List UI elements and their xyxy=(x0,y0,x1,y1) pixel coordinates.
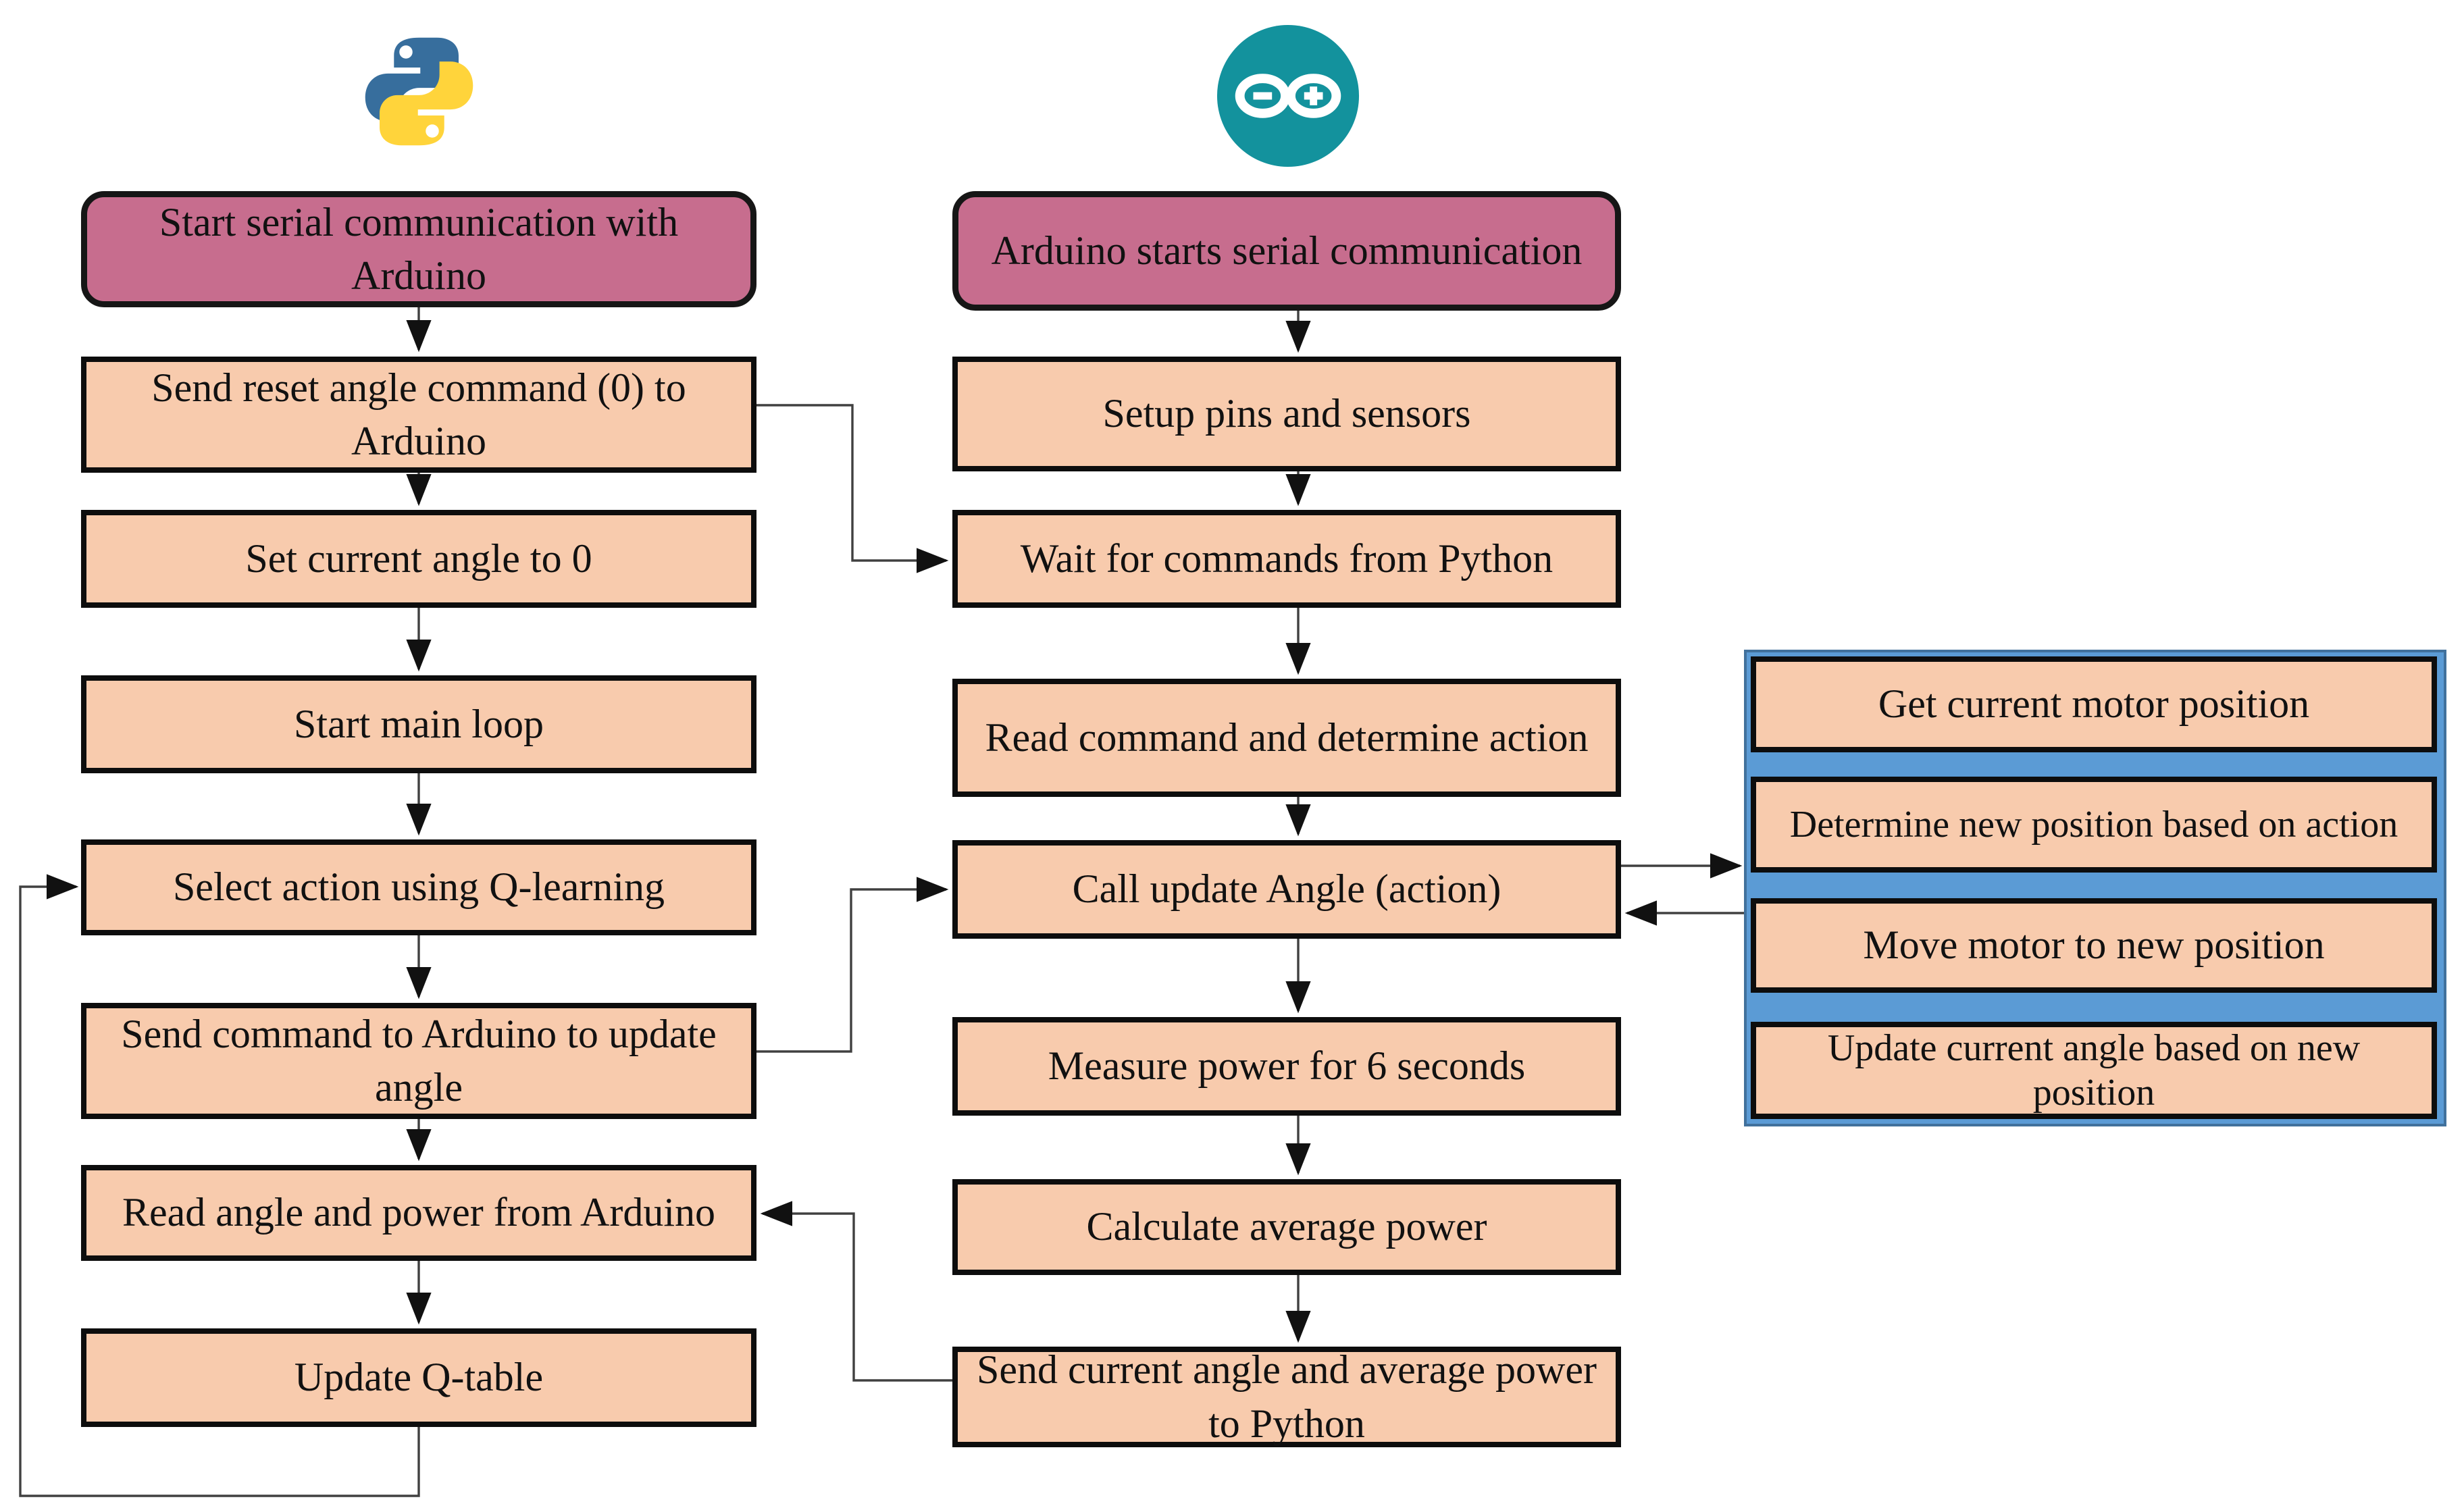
flow-node-ar-call-update: Call update Angle (action) xyxy=(952,840,1621,939)
flow-node-label: Arduino starts serial communication xyxy=(991,228,1583,273)
flow-node-py-update-qtable: Update Q-table xyxy=(81,1328,756,1427)
flow-node-ar-setup: Setup pins and sensors xyxy=(952,357,1621,471)
flow-node-ar-calc-avg: Calculate average power xyxy=(952,1179,1621,1275)
flow-node-label: Measure power for 6 seconds xyxy=(1048,1043,1526,1089)
flow-node-label: Start serial communication with Arduino xyxy=(159,199,679,298)
flow-node-py-send-command: Send command to Arduino to update angle xyxy=(81,1003,756,1119)
flow-node-ua-get-pos: Get current motor position xyxy=(1751,656,2437,752)
flow-node-label: Move motor to new position xyxy=(1863,923,2325,968)
flow-node-ua-move: Move motor to new position xyxy=(1751,898,2437,993)
flow-node-label: Read command and determine action xyxy=(985,715,1589,760)
flow-node-label: Send command to Arduino to update angle xyxy=(121,1011,717,1110)
flow-node-label: Set current angle to 0 xyxy=(245,536,592,581)
flow-node-label: Calculate average power xyxy=(1086,1204,1487,1249)
flow-node-label: Update current angle based on new positi… xyxy=(1827,1027,2361,1114)
flow-node-label: Update Q-table xyxy=(294,1355,544,1400)
flow-node-label: Setup pins and sensors xyxy=(1102,391,1471,436)
flow-node-ar-send-angle: Send current angle and average power to … xyxy=(952,1347,1621,1447)
flow-node-py-select-action: Select action using Q-learning xyxy=(81,839,756,935)
flow-node-label: Send current angle and average power to … xyxy=(977,1347,1597,1446)
flow-node-ua-update-angle: Update current angle based on new positi… xyxy=(1751,1022,2437,1119)
flow-node-ar-measure: Measure power for 6 seconds xyxy=(952,1017,1621,1116)
flow-node-py-start: Start serial communication with Arduino xyxy=(81,191,756,307)
arduino-logo-icon xyxy=(1216,24,1360,167)
flow-node-ua-new-pos: Determine new position based on action xyxy=(1751,777,2437,873)
flow-node-ar-start: Arduino starts serial communication xyxy=(952,191,1621,311)
flow-node-py-send-reset: Send reset angle command (0) to Arduino xyxy=(81,357,756,473)
connector-send-reset-to-wait xyxy=(756,404,949,573)
flow-node-py-read-angle: Read angle and power from Arduino xyxy=(81,1165,756,1261)
flow-node-label: Send reset angle command (0) to Arduino xyxy=(151,365,686,463)
connector-send-angle-to-read-angle xyxy=(760,1201,952,1382)
flow-node-label: Read angle and power from Arduino xyxy=(122,1190,716,1235)
connector-send-command-to-call-update xyxy=(756,877,949,1053)
flow-node-label: Start main loop xyxy=(294,701,544,746)
flow-node-ar-wait: Wait for commands from Python xyxy=(952,510,1621,608)
flow-node-label: Wait for commands from Python xyxy=(1020,536,1554,581)
python-logo-icon xyxy=(365,37,473,146)
flow-node-label: Determine new position based on action xyxy=(1789,803,2398,846)
flow-node-ar-read-cmd: Read command and determine action xyxy=(952,679,1621,797)
flow-node-py-main-loop: Start main loop xyxy=(81,675,756,773)
flow-node-label: Call update Angle (action) xyxy=(1072,866,1502,912)
flow-node-label: Get current motor position xyxy=(1878,681,2310,727)
flow-node-py-set-angle: Set current angle to 0 xyxy=(81,510,756,608)
flow-node-label: Select action using Q-learning xyxy=(172,864,665,910)
